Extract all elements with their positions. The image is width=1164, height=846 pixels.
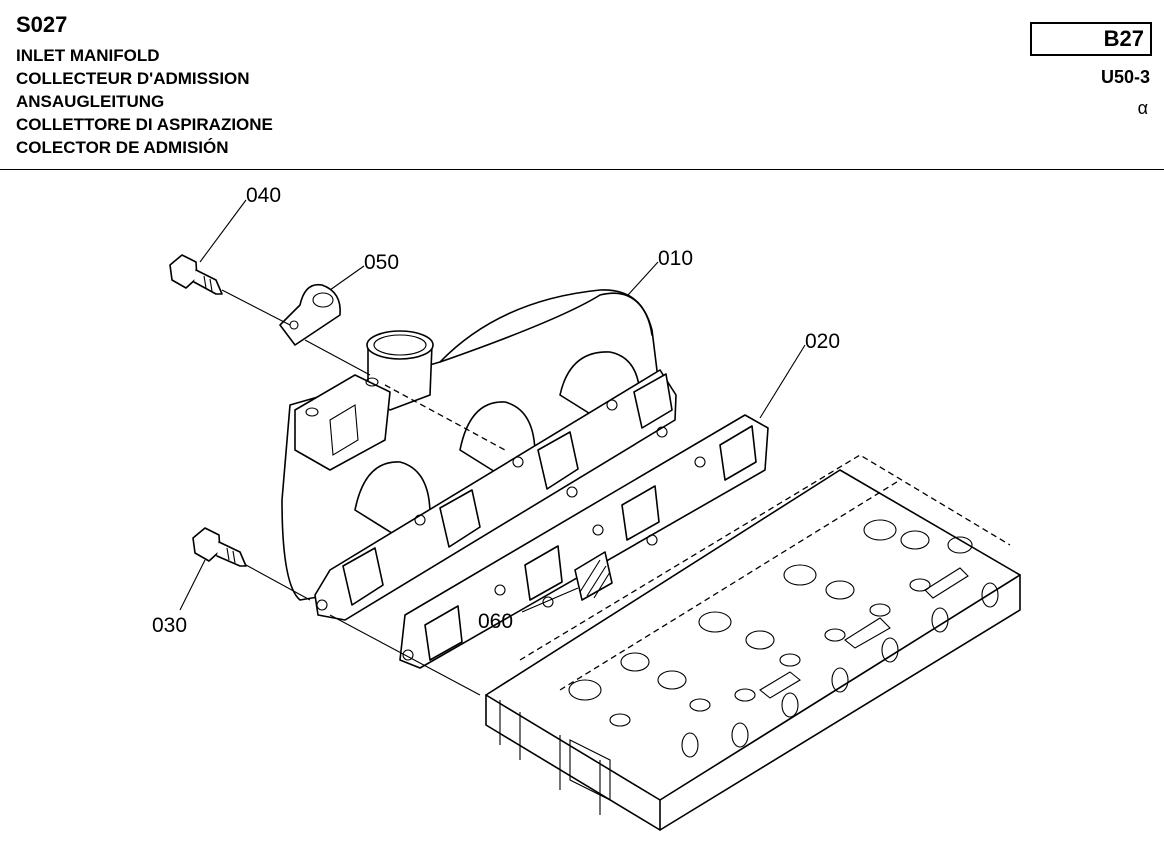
callout-040: 040 — [199, 184, 281, 263]
title-it: COLLETTORE DI ASPIRAZIONE — [16, 115, 273, 134]
title-block: INLET MANIFOLD COLLECTEUR D'ADMISSION AN… — [16, 44, 273, 159]
svg-text:010: 010 — [658, 247, 693, 270]
reference-box: B27 — [1030, 22, 1152, 56]
title-fr: COLLECTEUR D'ADMISSION — [16, 69, 250, 88]
header-divider — [0, 169, 1164, 170]
model-label: U50-3 — [1100, 67, 1150, 87]
variant-symbol: α — [1137, 98, 1148, 118]
title-es: COLECTOR DE ADMISIÓN — [16, 138, 229, 157]
callout-060: 060 — [478, 587, 579, 633]
clamp-050 — [279, 283, 341, 346]
svg-text:040: 040 — [246, 184, 281, 207]
cylinder-head — [485, 454, 1021, 831]
svg-text:060: 060 — [478, 610, 513, 633]
svg-text:030: 030 — [152, 614, 187, 637]
svg-text:050: 050 — [364, 251, 399, 274]
callout-030: 030 — [152, 559, 206, 637]
assembly-lines — [221, 289, 506, 696]
title-de: ANSAUGLEITUNG — [16, 92, 165, 111]
bolt-030 — [192, 527, 247, 567]
gasket-shim — [574, 551, 613, 601]
callout-020: 020 — [759, 330, 840, 419]
inlet-manifold — [281, 289, 677, 621]
manifold-gasket — [399, 414, 769, 669]
page-code: S027 — [16, 12, 68, 37]
title-en: INLET MANIFOLD — [16, 46, 160, 65]
callout-010: 010 — [627, 247, 693, 296]
bolt-040 — [169, 254, 223, 295]
callout-050: 050 — [329, 251, 399, 291]
svg-text:020: 020 — [805, 330, 840, 353]
